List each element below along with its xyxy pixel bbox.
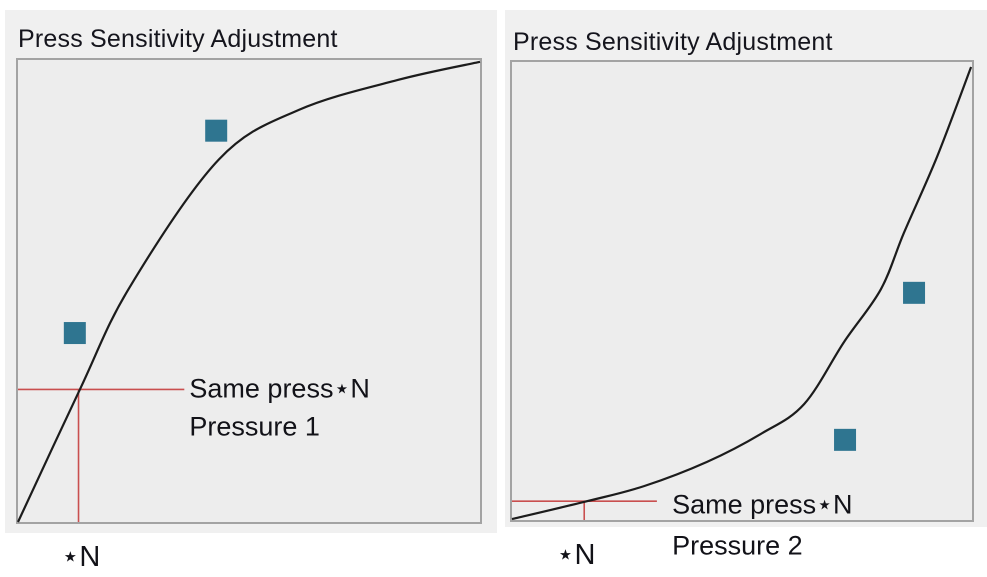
sensitivity-curve xyxy=(511,66,973,521)
guide-annotation-line2: Pressure 2 xyxy=(672,530,803,561)
sensitivity-chart-2: Same press⋆N Pressure 2 ⋆N xyxy=(510,60,974,571)
x-tick-label: ⋆N xyxy=(61,541,101,573)
sample-point-marker xyxy=(834,428,857,451)
guide-annotation-line2: Pressure 1 xyxy=(189,411,320,442)
sensitivity-chart-1: Same press⋆N Pressure 1 ⋆N xyxy=(16,58,482,573)
sample-point-marker xyxy=(205,119,228,142)
response-curve-plot xyxy=(511,66,973,521)
sample-point-marker xyxy=(903,281,926,304)
x-tick-label: ⋆N xyxy=(556,539,596,571)
panel-title: Press Sensitivity Adjustment xyxy=(513,28,833,56)
guide-annotation-line1: Same press⋆N xyxy=(189,373,370,404)
sample-point-marker xyxy=(63,322,86,345)
guide-annotation-line1: Same press⋆N xyxy=(672,489,853,520)
panel-title: Press Sensitivity Adjustment xyxy=(18,25,338,53)
response-curve-plot xyxy=(17,60,481,523)
sensitivity-curve xyxy=(17,60,481,523)
